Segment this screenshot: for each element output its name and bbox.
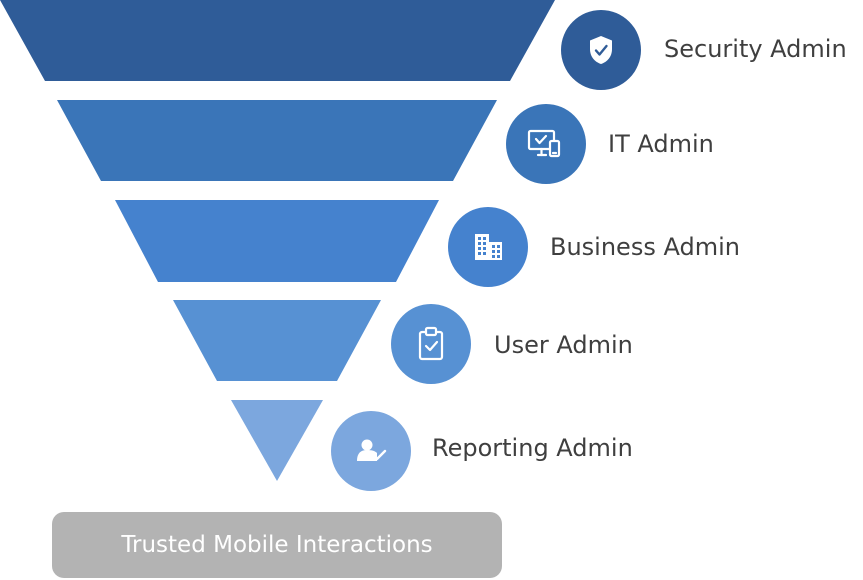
- tier-marker-it-admin: [506, 104, 586, 184]
- tier-circle-it-admin: [506, 104, 586, 184]
- tier-band-security-admin: [0, 0, 555, 81]
- building-icon: [475, 234, 502, 260]
- base-foundation-box: Trusted Mobile Interactions: [52, 512, 502, 578]
- tier-marker-business-admin: [448, 207, 528, 287]
- base-foundation-label: Trusted Mobile Interactions: [121, 532, 433, 558]
- tier-label-reporting-admin: Reporting Admin: [432, 434, 633, 462]
- tier-band-reporting-admin: [231, 400, 323, 481]
- tier-label-security-admin: Security Admin: [664, 35, 847, 63]
- tier-band-business-admin: [115, 200, 439, 282]
- tier-band-user-admin: [173, 300, 381, 381]
- tier-band-it-admin: [57, 100, 497, 181]
- clipboard-check-icon: [418, 326, 444, 361]
- tier-label-business-admin: Business Admin: [550, 233, 740, 261]
- tier-label-user-admin: User Admin: [494, 331, 633, 359]
- tier-marker-security-admin: [561, 10, 641, 90]
- monitor-device-icon: [527, 129, 561, 158]
- tier-circle-user-admin: [391, 304, 471, 384]
- tier-marker-user-admin: [391, 304, 471, 384]
- user-check-icon: [357, 439, 387, 461]
- tier-marker-reporting-admin: [331, 411, 411, 491]
- tier-label-it-admin: IT Admin: [608, 130, 714, 158]
- shield-check-icon: [590, 36, 612, 64]
